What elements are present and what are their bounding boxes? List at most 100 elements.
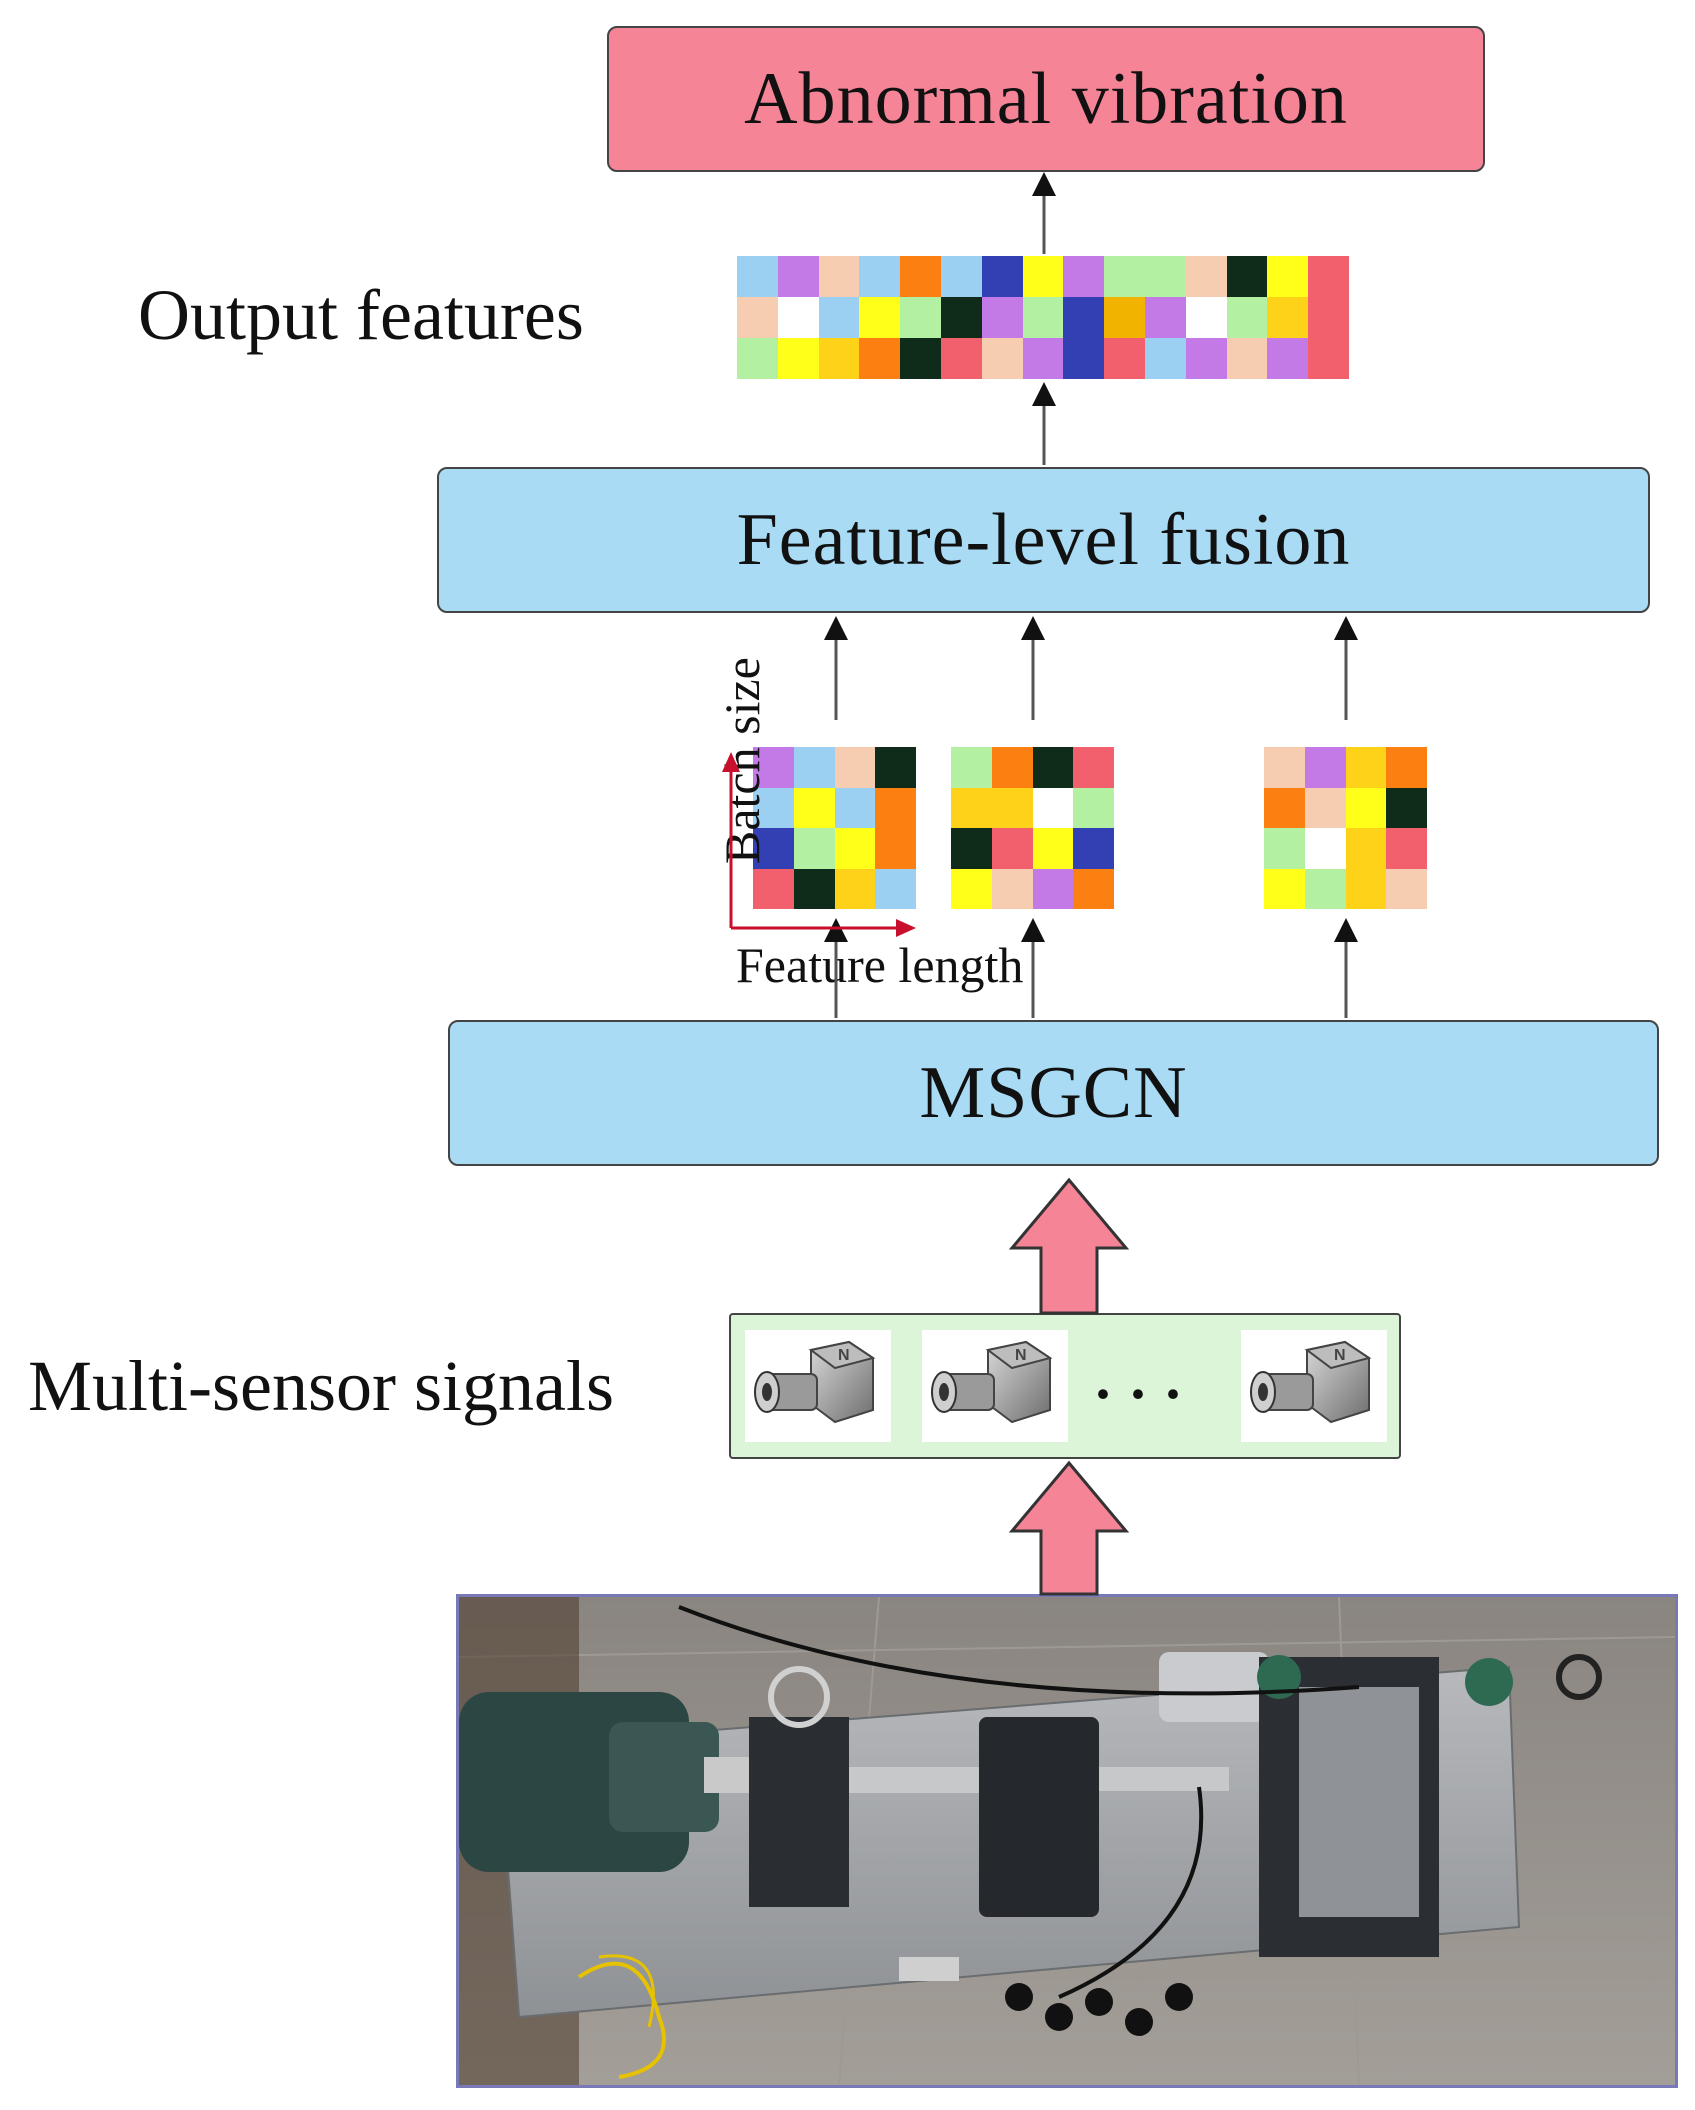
matrix-cell [1226, 297, 1268, 338]
matrix-cell [1386, 828, 1427, 869]
matrix-cell [951, 868, 992, 909]
matrix-cell [991, 787, 1033, 828]
matrix-cell [875, 868, 916, 909]
matrix-cell [1386, 787, 1427, 828]
matrix-cell [1022, 338, 1064, 379]
matrix-cell [1073, 787, 1114, 828]
matrix-cell [900, 256, 941, 297]
matrix-cell [753, 747, 794, 788]
matrix-cell [1267, 338, 1309, 379]
matrix-cell [793, 868, 835, 909]
multi-sensor-signals-label: Multi-sensor signals [28, 1346, 614, 1426]
output-features-matrix [737, 256, 1349, 379]
matrix-cell [1104, 256, 1145, 297]
feature-map-1 [753, 747, 916, 909]
matrix-cell [1022, 297, 1064, 338]
feature-length-axis-label: Feature length [736, 937, 1024, 993]
matrix-cell [1386, 868, 1427, 909]
matrix-cell [834, 828, 876, 869]
matrix-cell [1304, 747, 1346, 788]
matrix-cell [1267, 297, 1309, 338]
matrix-cell [951, 787, 992, 828]
matrix-cell [1308, 338, 1349, 379]
matrix-cell [1032, 787, 1074, 828]
matrix-cell [1063, 256, 1105, 297]
matrix-cell [1063, 297, 1105, 338]
abnormal-vibration-box: Abnormal vibration [607, 26, 1485, 172]
matrix-cell [793, 747, 835, 788]
matrix-cell [940, 297, 982, 338]
matrix-cell [1073, 747, 1114, 788]
matrix-cell [981, 256, 1023, 297]
matrix-cell [834, 868, 876, 909]
feature-map-2 [951, 747, 1114, 909]
matrix-cell [777, 338, 819, 379]
svg-text:N: N [1015, 1347, 1027, 1364]
matrix-cell [991, 828, 1033, 869]
matrix-cell [1226, 256, 1268, 297]
matrix-cell [1345, 868, 1387, 909]
matrix-cell [793, 828, 835, 869]
abnormal-vibration-label: Abnormal vibration [744, 57, 1348, 140]
matrix-cell [1304, 787, 1346, 828]
matrix-cell [1063, 338, 1105, 379]
feature-map-n [1264, 747, 1427, 909]
matrix-cell [991, 747, 1033, 788]
accelerometer-sensor-icon: N [745, 1330, 891, 1442]
matrix-cell [900, 338, 941, 379]
matrix-cell [1185, 338, 1227, 379]
matrix-cell [1264, 747, 1305, 788]
matrix-cell [859, 256, 901, 297]
matrix-cell [991, 868, 1033, 909]
matrix-cell [777, 297, 819, 338]
accelerometer-sensor-icon: N [1241, 1330, 1387, 1442]
matrix-cell [875, 787, 916, 828]
matrix-cell [1345, 747, 1387, 788]
matrix-cell [1022, 256, 1064, 297]
matrix-cell [1144, 338, 1186, 379]
matrix-cell [951, 747, 992, 788]
matrix-cell [834, 747, 876, 788]
matrix-cell [951, 828, 992, 869]
matrix-cell [777, 256, 819, 297]
matrix-cell [737, 297, 778, 338]
matrix-cell [1264, 868, 1305, 909]
accelerometer-sensor-icon: N [922, 1330, 1068, 1442]
matrix-cell [1073, 868, 1114, 909]
matrix-cell [1304, 828, 1346, 869]
matrix-cell [1267, 256, 1309, 297]
matrix-cell [1308, 297, 1349, 338]
matrix-cell [834, 787, 876, 828]
matrix-cell [1185, 256, 1227, 297]
matrix-cell [753, 828, 794, 869]
matrix-cell [981, 338, 1023, 379]
matrix-cell [818, 297, 860, 338]
matrix-cell [940, 256, 982, 297]
matrix-cell [875, 828, 916, 869]
svg-text:N: N [838, 1347, 850, 1364]
matrix-cell [1345, 787, 1387, 828]
matrix-cell [1144, 256, 1186, 297]
matrix-cell [737, 256, 778, 297]
matrix-cell [859, 338, 901, 379]
matrix-cell [875, 747, 916, 788]
msgcn-label: MSGCN [919, 1051, 1188, 1134]
matrix-cell [1032, 868, 1074, 909]
matrix-cell [940, 338, 982, 379]
matrix-cell [981, 297, 1023, 338]
output-features-label: Output features [138, 275, 584, 355]
matrix-cell [1032, 828, 1074, 869]
matrix-cell [1308, 256, 1349, 297]
matrix-cell [1185, 297, 1227, 338]
matrix-cell [1386, 747, 1427, 788]
matrix-cell [1345, 828, 1387, 869]
matrix-cell [793, 787, 835, 828]
matrix-cell [1304, 868, 1346, 909]
svg-text:N: N [1334, 1347, 1346, 1364]
matrix-cell [1032, 747, 1074, 788]
msgcn-box: MSGCN [448, 1020, 1659, 1166]
matrix-cell [900, 297, 941, 338]
matrix-cell [753, 787, 794, 828]
feature-level-fusion-box: Feature-level fusion [437, 467, 1650, 613]
matrix-cell [1264, 787, 1305, 828]
